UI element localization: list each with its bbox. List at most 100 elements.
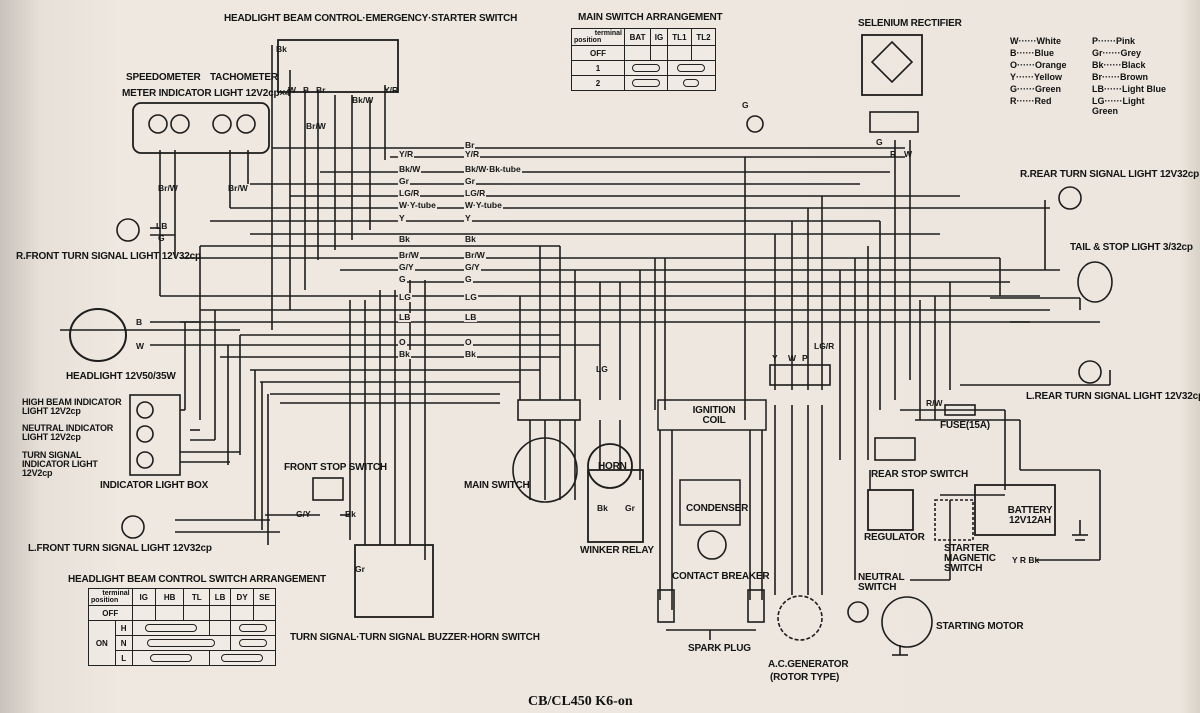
harness-left-label: LB xyxy=(398,312,412,322)
harness-left-label: LG/R xyxy=(398,188,421,198)
rear-stop-box xyxy=(874,437,916,461)
ignition-coil-box xyxy=(657,399,767,431)
middle-verticals xyxy=(519,140,951,480)
harness-label: Y xyxy=(464,213,472,223)
main-switch-body xyxy=(512,437,578,503)
battery-box xyxy=(974,484,1056,536)
neutral-ind-label: NEUTRAL INDICATOR LIGHT 12V2cp xyxy=(22,423,114,442)
wire-wr-gr: Gr xyxy=(625,503,635,513)
fuse-box xyxy=(944,404,976,416)
harness-label: G xyxy=(464,274,473,284)
color-key-item: Gr······Grey xyxy=(1092,48,1141,58)
battery-label: BATTERY 12V12AH xyxy=(1007,505,1053,526)
tail-lamp xyxy=(1077,261,1113,303)
harness-left-label: Gr xyxy=(398,176,410,186)
color-key-item: Bk······Black xyxy=(1092,60,1146,70)
wire-hl-yr: Y/R xyxy=(384,85,399,95)
r-front-turn-label: R.FRONT TURN SIGNAL LIGHT 12V32cp xyxy=(16,251,201,262)
harness-label: W·Y-tube xyxy=(464,200,503,210)
winker-relay-box xyxy=(587,469,644,543)
ign-coil-label: IGNITION COIL xyxy=(692,405,736,426)
starting-motor-body xyxy=(881,596,933,648)
ms-corner-top: terminal xyxy=(594,30,622,37)
hs-row-off: OFF xyxy=(88,605,133,621)
condenser-label: CONDENSER xyxy=(686,503,749,514)
rectifier-box xyxy=(861,34,923,96)
meter-box xyxy=(132,102,270,154)
harness-left-label: O xyxy=(398,337,407,347)
starter-mag-label: STARTER MAGNETIC SWITCH xyxy=(944,543,996,574)
meter-light-label: METER INDICATOR LIGHT 12V2cp×4 xyxy=(122,88,291,99)
hs-pos-n: N xyxy=(114,635,133,651)
starting-motor-label: STARTING MOTOR xyxy=(936,621,1024,632)
wire-sr-g: G xyxy=(876,137,883,147)
wire-sm-yrbk: Y R Bk xyxy=(1012,555,1040,565)
wire-sr-r: R xyxy=(890,149,897,159)
color-key-item: G······Green xyxy=(1010,84,1061,94)
speedo-label: SPEEDOMETER xyxy=(126,72,201,83)
wire-fuse-rw: R/W xyxy=(926,398,943,408)
color-key-item: LB······Light Blue xyxy=(1092,84,1166,94)
hs-col-tl: TL xyxy=(183,588,210,606)
horn-label: HORN xyxy=(598,461,627,472)
ms-row-off: OFF xyxy=(571,45,625,61)
main-connector xyxy=(769,364,831,386)
turn-ind-lamp xyxy=(136,451,154,469)
wire-hl-bk: Bk xyxy=(276,44,287,54)
spark-plug-1 xyxy=(657,589,675,623)
hb-ind-lamp xyxy=(136,401,154,419)
neutral-switch xyxy=(847,601,869,623)
l-rear-turn-lamp xyxy=(1078,360,1102,384)
neutral-ind-lamp xyxy=(136,425,154,443)
ac-gen-label: A.C.GENERATOR xyxy=(768,659,849,670)
turn-switch-box xyxy=(354,544,434,618)
r-front-turn-lamp xyxy=(116,218,140,242)
wire-fs-bk: Bk xyxy=(345,509,356,519)
hs-col-dy: DY xyxy=(230,588,254,606)
neutral-sw-label: NEUTRAL SWITCH xyxy=(858,572,905,593)
ms-corner-bottom: position xyxy=(574,37,602,44)
color-key-item: LG······Light Green xyxy=(1092,96,1145,116)
front-stop-label: FRONT STOP SWITCH xyxy=(284,462,387,473)
harness-left-label: Bk xyxy=(398,349,411,359)
wire-hl-b: B xyxy=(303,85,310,95)
harness-label: Y/R xyxy=(464,149,481,159)
harness-label: G/Y xyxy=(464,262,481,272)
headlight-lamp xyxy=(69,308,127,362)
ms-col-ig: IG xyxy=(650,28,668,46)
harness-left-label: Br/W xyxy=(398,250,420,260)
harness-label: O xyxy=(464,337,473,347)
harness-label: LG/R xyxy=(464,188,487,198)
wire-hl-ww: W xyxy=(136,341,145,351)
wire-hl-br: Br xyxy=(316,85,326,95)
wire-mc-p: P xyxy=(802,353,808,363)
breaker-cam xyxy=(697,530,727,560)
spark-plug-label: SPARK PLUG xyxy=(688,643,751,654)
spark-plug-2 xyxy=(747,589,765,623)
rectifier-bridge xyxy=(870,40,914,84)
harness-left-label: Y/R xyxy=(398,149,415,159)
speedo-lamp-1 xyxy=(148,114,168,134)
tacho-lamp-2 xyxy=(236,114,256,134)
contact-breaker-label: CONTACT BREAKER xyxy=(672,571,770,582)
horn-body xyxy=(587,443,633,489)
ms-col-tl2: TL2 xyxy=(690,28,717,46)
harness-left-label: LG xyxy=(398,292,412,302)
harness-label: Br xyxy=(464,140,476,150)
ms-row-1: 1 xyxy=(571,60,625,76)
ms-col-tl1: TL1 xyxy=(666,28,692,46)
rear-stop-label: REAR STOP SWITCH xyxy=(871,469,968,480)
r-rear-turn-lamp xyxy=(1058,186,1082,210)
diagram-caption: CB/CL450 K6-on xyxy=(528,694,633,709)
speedo-lamp-2 xyxy=(170,114,190,134)
selenium-title: SELENIUM RECTIFIER xyxy=(858,18,962,29)
ind-light-box xyxy=(129,394,181,476)
color-key-item: P······Pink xyxy=(1092,36,1135,46)
harness-label: Gr xyxy=(464,176,476,186)
hl-switch-title: HEADLIGHT BEAM CONTROL·EMERGENCY·STARTER… xyxy=(224,13,518,24)
hl-switch-box xyxy=(277,39,399,93)
wire-hl-brw: Br/W xyxy=(306,121,326,131)
